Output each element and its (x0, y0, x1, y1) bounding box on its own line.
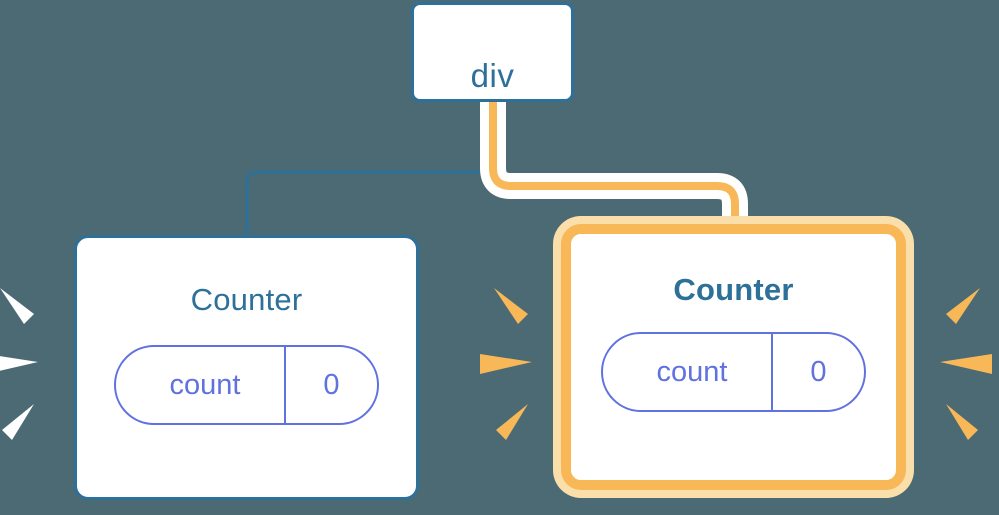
edge-halo (480, 102, 748, 244)
node-counter-left-label: Counter (190, 282, 303, 317)
node-counter-right-label: Counter (673, 272, 794, 307)
node-div-label: div (470, 56, 515, 94)
node-counter-left[interactable]: Counter count 0 (74, 235, 419, 500)
prop-pill-left: count 0 (114, 345, 379, 425)
prop-key-right: count (656, 355, 728, 388)
sparkle-rays-icon-right (930, 278, 999, 448)
node-counter-right[interactable]: Counter count 0 (561, 224, 906, 490)
sparkle-rays-icon-left (0, 278, 56, 448)
prop-value-right: 0 (771, 334, 864, 410)
prop-pill-right: count 0 (601, 332, 866, 412)
prop-value-left: 0 (284, 347, 377, 423)
edge-div-to-counter-left (245, 100, 495, 242)
node-div[interactable]: div (411, 2, 574, 102)
sparkle-rays-icon-middle (478, 278, 548, 448)
edge-div-to-counter-right (489, 102, 739, 244)
prop-key-left: count (169, 368, 241, 401)
